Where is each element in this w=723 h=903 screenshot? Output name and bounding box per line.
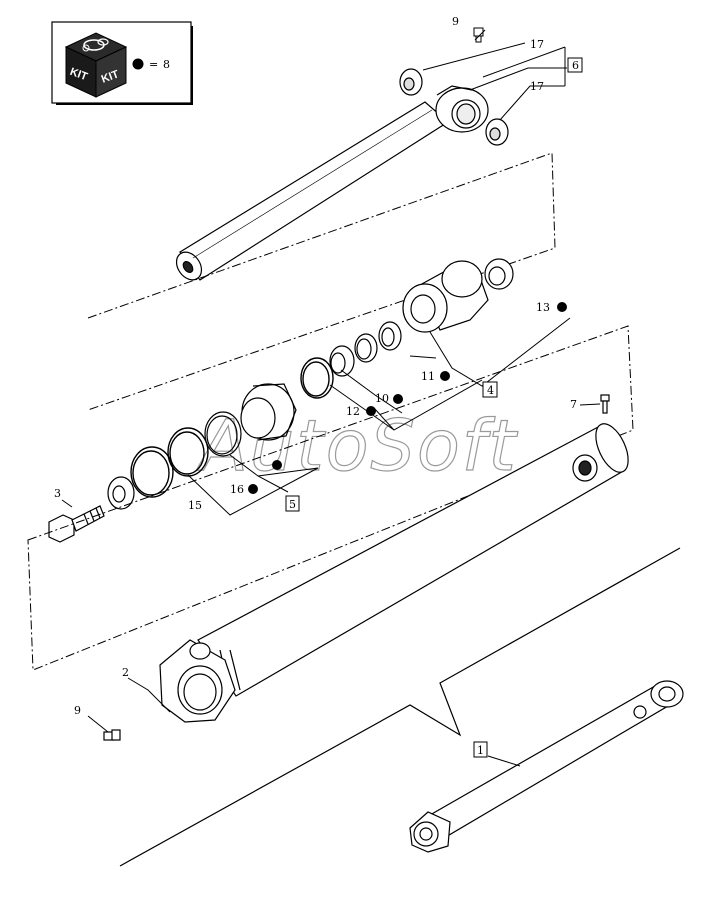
phantom-outline-lower — [27, 325, 634, 671]
kit-icon-label-right: KIT — [100, 68, 121, 85]
kit-dot-13 — [557, 302, 567, 312]
callout-15: 15 — [188, 499, 202, 512]
callout-1-box — [473, 741, 488, 758]
kit-legend: KIT KIT = 8 — [51, 21, 193, 105]
ring-11-a — [378, 321, 402, 351]
callout-6: 6 — [572, 59, 579, 72]
rod-eye-bushing-right — [485, 118, 509, 146]
callout-4-box — [482, 381, 498, 398]
ring-15 — [130, 446, 174, 498]
callout-13: 13 — [536, 301, 550, 314]
callout-11: 11 — [421, 370, 435, 383]
kit-dot-icon — [132, 58, 144, 70]
ring-11-b — [354, 333, 378, 363]
kit-box-icon: KIT KIT — [64, 32, 128, 98]
cylinder-barrel — [159, 423, 629, 723]
kit-dot-10 — [393, 394, 403, 404]
callout-labels: 9 17 17 6 13 11 4 10 12 16 5 15 3 7 2 9 … — [54, 15, 583, 758]
phantom-outline-upper — [87, 152, 556, 411]
callout-5-box — [285, 495, 300, 512]
callout-17-top: 17 — [530, 38, 544, 51]
callout-16: 16 — [230, 483, 244, 496]
kit-dot-16 — [248, 484, 258, 494]
kit-dot-piston — [272, 460, 282, 470]
callout-4: 4 — [487, 384, 494, 397]
callout-7: 7 — [570, 398, 577, 411]
piston — [240, 383, 297, 441]
callout-5: 5 — [289, 498, 296, 511]
callout-3: 3 — [54, 487, 61, 500]
nut — [107, 476, 135, 510]
ring-10 — [329, 345, 355, 377]
kit-dot-12 — [366, 406, 376, 416]
callout-17-bottom: 17 — [530, 80, 544, 93]
callout-10: 10 — [375, 392, 389, 405]
screw-7 — [600, 394, 610, 414]
gland — [402, 260, 489, 333]
callout-12: 12 — [346, 405, 360, 418]
piston-rod — [175, 85, 489, 281]
callout-6-box — [567, 57, 583, 73]
callout-1: 1 — [477, 744, 484, 757]
assembled-cylinder — [409, 680, 684, 853]
kit-equals: = — [149, 58, 158, 71]
kit-value: 8 — [163, 58, 170, 71]
callout-2: 2 — [122, 666, 129, 679]
ring-16-b — [167, 427, 209, 477]
callout-9-top: 9 — [452, 15, 459, 28]
ring-16-a — [204, 411, 242, 457]
ring-13 — [484, 258, 514, 290]
bolt-3 — [48, 505, 105, 543]
frame-line — [119, 547, 681, 867]
callout-lines — [61, 29, 601, 767]
grease-fitting-bottom — [103, 729, 121, 741]
rod-eye-bushing-left — [399, 68, 423, 96]
ring-12 — [300, 357, 334, 399]
kit-dot-11 — [440, 371, 450, 381]
kit-icon-label-left: KIT — [68, 66, 89, 83]
callout-9-bottom: 9 — [74, 704, 81, 717]
